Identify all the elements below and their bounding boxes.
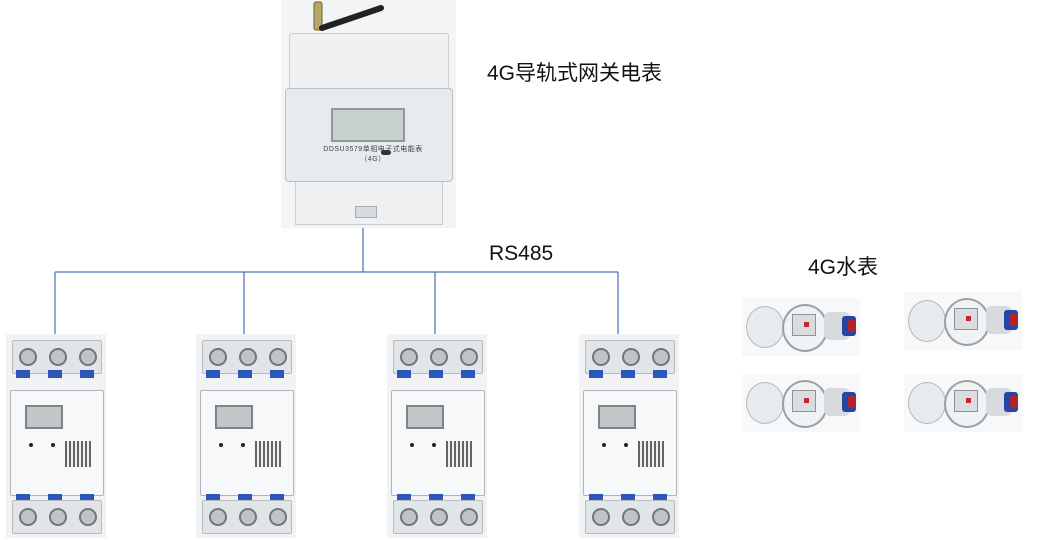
rs485-label: RS485 <box>489 242 554 265</box>
meter-lcd <box>598 405 636 429</box>
din-rail-clip <box>355 206 377 218</box>
sub-meter <box>387 334 487 538</box>
qr-code-icon <box>446 441 472 467</box>
water-meter <box>742 298 860 356</box>
qr-code-icon <box>638 441 664 467</box>
sub-meter <box>6 334 106 538</box>
gateway-label: 4G导轨式网关电表 <box>487 62 663 85</box>
gateway-button <box>381 150 391 155</box>
sub-meter <box>579 334 679 538</box>
water-meter <box>904 374 1022 432</box>
water-meter-label: 4G水表 <box>808 256 879 279</box>
water-meter <box>742 374 860 432</box>
water-meter <box>904 292 1022 350</box>
gateway-meter: DDSU3579单相电子式电能表（4G） <box>281 0 456 228</box>
qr-code-icon <box>255 441 281 467</box>
gateway-lcd <box>331 108 405 142</box>
meter-lcd <box>406 405 444 429</box>
qr-code-icon <box>65 441 91 467</box>
gateway-model-text: DDSU3579单相电子式电能表（4G） <box>323 146 423 163</box>
antenna-icon <box>313 1 384 31</box>
sub-meter <box>196 334 296 538</box>
meter-lcd <box>25 405 63 429</box>
meter-lcd <box>215 405 253 429</box>
